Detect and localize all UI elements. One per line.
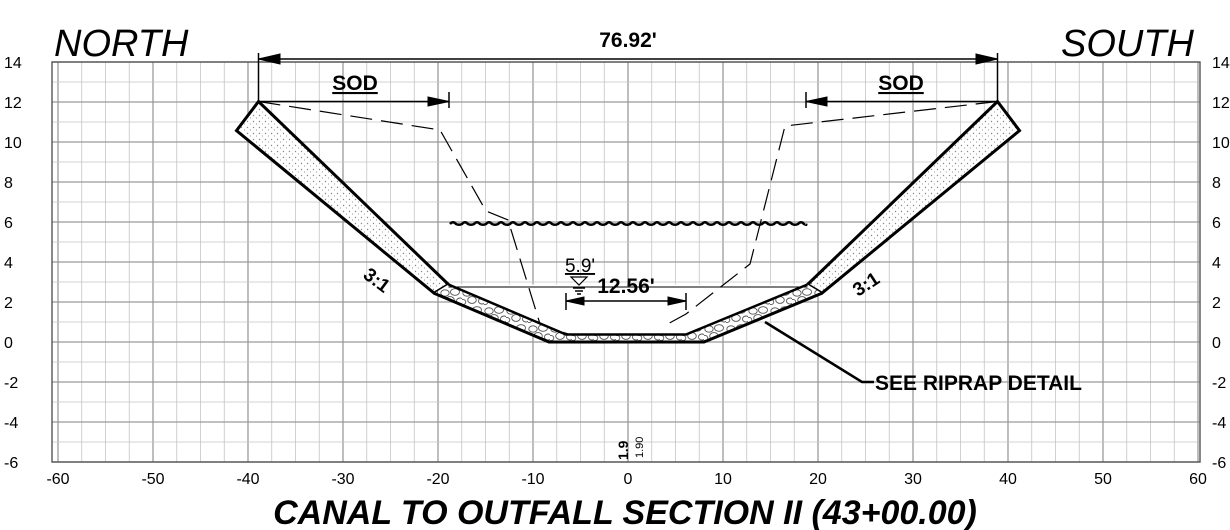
water-level-symbol [569,276,589,295]
north-label: NORTH [54,23,189,65]
x-tick-label: 40 [999,471,1017,488]
y-tick-label-right: 14 [1212,55,1230,72]
top-width-dimension [257,53,999,101]
x-tick-label: -40 [236,471,259,488]
existing-ground-right [663,100,998,327]
y-tick-label-left: 4 [4,255,13,272]
sod-left-dimension [258,92,450,108]
y-tick-label-right: 12 [1212,95,1230,112]
sod-right-label: SOD [878,72,924,95]
y-tick-label-left: -2 [4,375,18,392]
x-tick-label: 60 [1189,471,1207,488]
sod-left-label: SOD [332,72,378,95]
center-elevation-precise-label: 1.90 [634,437,646,458]
top-width-label: 76.92' [599,29,657,52]
y-tick-label-right: -6 [1212,455,1226,472]
x-tick-label: 0 [624,471,633,488]
x-tick-label: 50 [1094,471,1112,488]
section-title: CANAL TO OUTFALL SECTION II (43+00.00) [273,494,977,530]
channel-bottom-line [448,283,808,336]
y-tick-label-right: 8 [1212,175,1221,192]
x-tick-label: -10 [521,471,544,488]
y-tick-label-left: 8 [4,175,13,192]
water-surface-line [449,221,808,226]
y-tick-label-left: 12 [4,95,22,112]
x-tick-label: -50 [141,471,164,488]
grid-frame [51,61,1201,463]
bottom-width-label: 12.56' [597,275,655,298]
x-tick-label: 30 [904,471,922,488]
y-tick-label-right: 4 [1212,255,1221,272]
sod-right-dimension [805,92,998,108]
x-tick-label: 10 [714,471,732,488]
riprap-note-label: SEE RIPRAP DETAIL [875,372,1082,395]
right-slope-label: 3:1 [849,268,884,301]
riprap-outer-edge [433,291,823,344]
x-tick-label: 20 [809,471,827,488]
existing-ground-left [258,100,569,335]
left-slope-label: 3:1 [359,264,394,298]
y-tick-label-left: 2 [4,295,13,312]
y-tick-label-right: -4 [1212,415,1226,432]
y-tick-label-left: 10 [4,135,22,152]
y-tick-label-left: 14 [4,55,22,72]
y-tick-label-left: 0 [4,335,13,352]
y-tick-label-right: -2 [1212,375,1226,392]
x-tick-label: -60 [46,471,69,488]
y-tick-label-right: 6 [1212,215,1221,232]
riprap-leader-line [764,320,874,384]
bottom-width-dimension [565,293,687,310]
y-tick-label-left: 6 [4,215,13,232]
x-tick-label: -20 [426,471,449,488]
south-label: SOUTH [1061,23,1195,65]
x-tick-label: -30 [331,471,354,488]
y-tick-label-left: -4 [4,415,18,432]
y-tick-label-right: 10 [1212,135,1230,152]
y-tick-label-right: 0 [1212,335,1221,352]
center-elevation-label: 1.9 [615,440,631,460]
grid [51,61,1201,463]
y-tick-label-left: -6 [4,455,18,472]
water-elevation-label: 5.9' [565,256,595,277]
y-tick-label-right: 2 [1212,295,1221,312]
